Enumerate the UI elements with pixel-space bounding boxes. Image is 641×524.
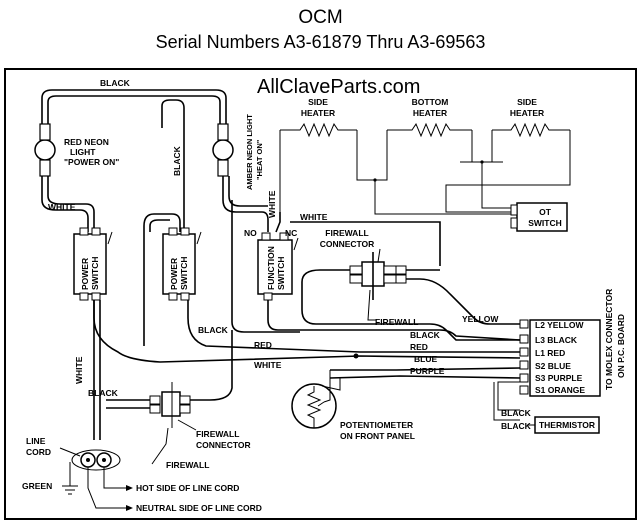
firewall-connector-upper: FIREWALL CONNECTOR FIREWALL (320, 228, 419, 327)
svg-text:TO MOLEX CONNECTOR: TO MOLEX CONNECTOR (604, 289, 614, 390)
side-heater-right: SIDE HEATER (492, 97, 570, 138)
svg-text:FUNCTION: FUNCTION (266, 246, 276, 290)
svg-text:S3 PURPLE: S3 PURPLE (535, 373, 583, 383)
svg-text:PURPLE: PURPLE (410, 366, 445, 376)
svg-text:CONNECTOR: CONNECTOR (196, 440, 251, 450)
svg-text:L2 YELLOW: L2 YELLOW (535, 320, 584, 330)
svg-text:BLACK: BLACK (100, 78, 131, 88)
diagram-header: OCM Serial Numbers A3-61879 Thru A3-6956… (0, 6, 641, 54)
svg-text:POTENTIOMETER: POTENTIOMETER (340, 420, 413, 430)
svg-text:SWITCH: SWITCH (179, 256, 189, 290)
svg-text:NO: NO (244, 228, 257, 238)
svg-text:POWER: POWER (80, 258, 90, 290)
svg-text:ON FRONT PANEL: ON FRONT PANEL (340, 431, 415, 441)
svg-text:RED: RED (254, 340, 272, 350)
svg-text:BLACK: BLACK (172, 145, 182, 176)
svg-text:FIREWALL: FIREWALL (375, 317, 418, 327)
svg-text:NC: NC (285, 228, 297, 238)
svg-text:RED NEON: RED NEON (64, 137, 109, 147)
watermark-text: AllClaveParts.com (257, 76, 420, 98)
svg-text:SWITCH: SWITCH (276, 256, 286, 290)
svg-text:SWITCH: SWITCH (90, 256, 100, 290)
svg-text:S1 ORANGE: S1 ORANGE (535, 385, 585, 395)
svg-text:SWITCH: SWITCH (528, 218, 562, 228)
svg-text:CONNECTOR: CONNECTOR (320, 239, 375, 249)
svg-text:POWER: POWER (169, 258, 179, 290)
svg-text:BLACK: BLACK (198, 325, 229, 335)
svg-text:OT: OT (539, 207, 552, 217)
svg-text:LINE: LINE (26, 436, 46, 446)
svg-text:SIDE: SIDE (517, 97, 537, 107)
svg-text:CORD: CORD (26, 447, 51, 457)
svg-text:BLACK: BLACK (88, 388, 119, 398)
neon-wiring: WHITE BLACK WHITE WHITE (41, 99, 441, 346)
svg-text:L3 BLACK: L3 BLACK (535, 335, 578, 345)
line-cord: WHITE LINE CORD GREEN HOT SIDE OF LINE C… (22, 356, 262, 513)
svg-text:BLUE: BLUE (414, 354, 437, 364)
power-switch-1: POWER SWITCH (73, 227, 113, 301)
diagram-title: OCM (298, 7, 343, 28)
svg-text:LIGHT: LIGHT (70, 147, 96, 157)
svg-text:"POWER ON": "POWER ON" (64, 157, 119, 167)
svg-text:HEATER: HEATER (510, 108, 544, 118)
svg-text:THERMISTOR: THERMISTOR (539, 420, 595, 430)
top-black-loop: BLACK (41, 78, 227, 128)
diagram-subtitle: Serial Numbers A3-61879 Thru A3-69563 (155, 32, 486, 52)
potentiometer: POTENTIOMETER ON FRONT PANEL (291, 370, 415, 441)
svg-text:"HEAT ON": "HEAT ON" (255, 139, 264, 180)
svg-text:AMBER NEON LIGHT: AMBER NEON LIGHT (245, 114, 254, 190)
thermistor: BLACK BLACK THERMISTOR (493, 381, 600, 434)
svg-text:HEATER: HEATER (413, 108, 447, 118)
function-switch: NO NC FUNCTION SWITCH (244, 228, 299, 301)
svg-text:HEATER: HEATER (301, 108, 335, 118)
power-switch-2: POWER SWITCH (162, 227, 202, 301)
svg-text:YELLOW: YELLOW (462, 314, 499, 324)
side-heater-left: SIDE HEATER (280, 97, 357, 138)
svg-text:NEUTRAL SIDE OF LINE CORD: NEUTRAL SIDE OF LINE CORD (136, 503, 262, 513)
heater-wiring (279, 130, 571, 215)
red-neon-light: RED NEON LIGHT "POWER ON" (34, 123, 119, 177)
svg-text:L1 RED: L1 RED (535, 348, 565, 358)
svg-text:WHITE: WHITE (300, 212, 328, 222)
amber-neon-light: AMBER NEON LIGHT "HEAT ON" (212, 114, 264, 190)
svg-text:ON P.C. BOARD: ON P.C. BOARD (616, 314, 626, 378)
function-wiring: YELLOW (267, 269, 520, 341)
svg-text:HOT SIDE OF LINE CORD: HOT SIDE OF LINE CORD (136, 483, 239, 493)
firewall-connector-lower: BLACK FIREWALL CONNECTOR FIREWALL (88, 300, 251, 470)
svg-text:FIREWALL: FIREWALL (196, 429, 239, 439)
svg-text:WHITE: WHITE (267, 190, 277, 218)
svg-text:BOTTOM: BOTTOM (412, 97, 449, 107)
molex-connector: L2 YELLOW L3 BLACK L1 RED S2 BLUE S3 PUR… (519, 289, 626, 397)
svg-text:GREEN: GREEN (22, 481, 52, 491)
svg-text:FIREWALL: FIREWALL (325, 228, 368, 238)
svg-text:FIREWALL: FIREWALL (166, 460, 209, 470)
ot-switch: OT SWITCH (510, 202, 568, 232)
svg-text:BLACK: BLACK (410, 330, 441, 340)
diagram-frame (4, 68, 637, 520)
svg-text:RED: RED (410, 342, 428, 352)
bottom-heater: BOTTOM HEATER (387, 97, 472, 138)
svg-text:BLACK: BLACK (501, 421, 532, 431)
svg-text:WHITE: WHITE (254, 360, 282, 370)
svg-text:BLACK: BLACK (501, 408, 532, 418)
svg-text:SIDE: SIDE (308, 97, 328, 107)
svg-text:S2 BLUE: S2 BLUE (535, 361, 571, 371)
bus-wiring: BLACK BLACK RED RED WHITE BLUE PURPLE (93, 200, 521, 379)
svg-text:WHITE: WHITE (74, 356, 84, 384)
svg-text:WHITE: WHITE (48, 202, 76, 212)
